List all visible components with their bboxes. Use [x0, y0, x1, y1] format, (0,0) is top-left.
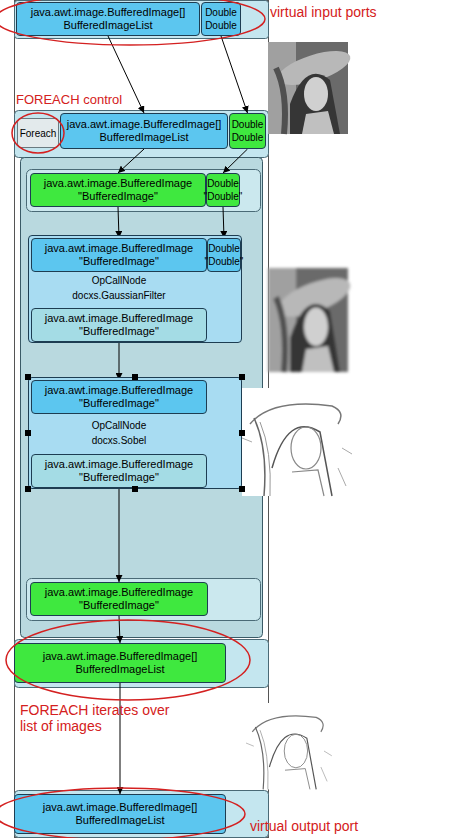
operation-output-port: java.awt.image.BufferedImage"BufferedIma… [31, 454, 207, 488]
port-label: "BufferedImage" [79, 325, 159, 338]
selection-handles [25, 374, 245, 492]
highlight-ellipse [6, 620, 250, 700]
callout-label: virtual output port [250, 818, 440, 834]
highlight-ellipse [12, 113, 64, 153]
port-label: Double [208, 242, 240, 255]
port-label: "BufferedImage" [79, 397, 159, 410]
inner-output-band [27, 579, 261, 621]
inner-input-port: Double"Double" [206, 173, 240, 207]
port-label: Double [205, 19, 237, 32]
output-image [246, 703, 332, 789]
port-label: Double [207, 177, 239, 190]
data-flow-arrow [223, 149, 248, 173]
highlight-ellipse [0, 788, 245, 838]
operation-label: docxs.GaussianFilter [31, 289, 207, 302]
input-port: DoubleDouble [201, 2, 241, 36]
input-port: java.awt.image.BufferedImage[]BufferedIm… [16, 2, 200, 36]
port-label: java.awt.image.BufferedImage [44, 177, 192, 190]
port-label: "BufferedImage" [79, 599, 159, 612]
data-flow-arrow [223, 207, 224, 238]
port-label: "BufferedImage" [79, 255, 159, 268]
port-label: "BufferedImage" [78, 190, 158, 203]
foreach-output-band [15, 640, 269, 688]
workflow-frame [15, 1, 269, 838]
data-flow-arrow [118, 149, 144, 173]
operation-label: OpCallNode [31, 274, 207, 287]
data-flow-arrow [119, 488, 120, 582]
input-band [15, 1, 269, 39]
port-label: BufferedImageList [63, 19, 152, 32]
port-label: "Double" [204, 190, 243, 203]
operation-node: OpCallNode docxs.GaussianFilter java.awt.i… [28, 235, 242, 343]
port-label: Foreach [20, 127, 57, 140]
operation-input-port: Double"Double" [207, 238, 241, 272]
inner-output-port: java.awt.image.BufferedImage"BufferedIma… [30, 582, 208, 616]
operation-input-port: java.awt.image.BufferedImage"BufferedIma… [31, 238, 207, 272]
callout-label: virtual input ports [270, 4, 450, 20]
foreach-body [21, 158, 263, 638]
foreach-input-port: DoubleDouble [229, 113, 266, 149]
port-label: "Double" [205, 255, 244, 268]
operation-label: OpCallNode [31, 419, 207, 432]
foreach-button: Foreach [17, 118, 59, 148]
inner-input-band [27, 170, 261, 212]
port-label: Double [232, 118, 264, 131]
foreach-band [15, 111, 269, 158]
port-label: java.awt.image.BufferedImage [45, 384, 193, 397]
operation-input-port: java.awt.image.BufferedImage"BufferedIma… [31, 380, 207, 414]
operation-output-port: java.awt.image.BufferedImage"BufferedIma… [31, 308, 207, 342]
port-label: java.awt.image.BufferedImage [45, 242, 193, 255]
callout-label: FOREACH iterates over list of images [20, 702, 185, 734]
port-label: java.awt.image.BufferedImage [45, 312, 193, 325]
port-label: "BufferedImage" [79, 471, 159, 484]
port-label: java.awt.image.BufferedImage[] [43, 650, 198, 663]
callout-label: FOREACH control [16, 92, 166, 108]
foreach-input-port: java.awt.image.BufferedImage[]BufferedIm… [60, 113, 228, 149]
data-flow-arrow [119, 616, 120, 643]
port-label: java.awt.image.BufferedImage[] [43, 801, 198, 814]
port-label: Double [232, 131, 264, 144]
port-label: java.awt.image.BufferedImage [45, 586, 193, 599]
port-label: java.awt.image.BufferedImage[] [31, 6, 186, 19]
port-label: BufferedImageList [75, 663, 164, 676]
port-label: java.awt.image.BufferedImage[] [67, 118, 222, 131]
output-band [15, 791, 269, 838]
inner-input-port: java.awt.image.BufferedImage"BufferedIma… [30, 173, 206, 207]
operation-label: docxs.Sobel [31, 434, 207, 447]
data-flow-arrow [118, 207, 119, 238]
blurred-image [268, 268, 354, 372]
port-label: Double [205, 6, 237, 19]
sobel-image [242, 388, 352, 496]
data-flow-arrow [119, 342, 120, 380]
operation-node: OpCallNode docxs.Sobel java.awt.image.Buff… [28, 377, 242, 489]
highlight-ellipse [0, 0, 265, 45]
data-flow-arrow [120, 683, 121, 794]
output-port: java.awt.image.BufferedImage[]BufferedIm… [14, 794, 226, 834]
input-image [268, 42, 354, 134]
port-label: java.awt.image.BufferedImage [45, 458, 193, 471]
data-flow-arrow [221, 36, 248, 113]
port-label: BufferedImageList [99, 131, 188, 144]
foreach-output-port: java.awt.image.BufferedImage[]BufferedIm… [14, 643, 226, 683]
port-label: BufferedImageList [75, 814, 164, 827]
